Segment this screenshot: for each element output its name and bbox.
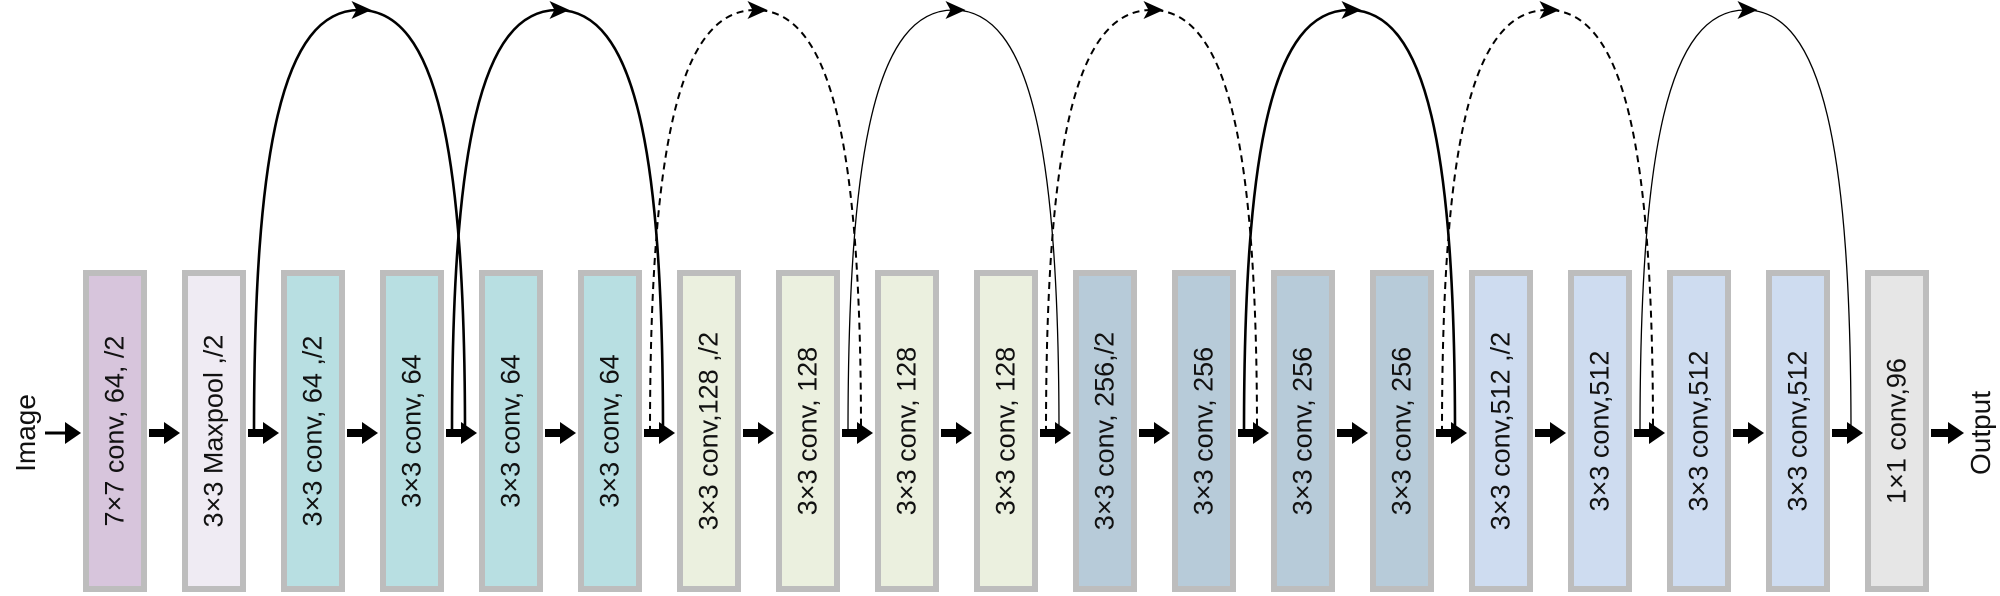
layer-label: 3×3 conv,512 [1683, 350, 1714, 512]
layer-label: 3×3 conv,512 [1782, 350, 1813, 512]
layer-block: 3×3 conv, 256,/2 [1073, 270, 1137, 592]
skip-arrowhead-icon [1143, 1, 1164, 19]
flow-arrow-head [1055, 422, 1071, 444]
layer-block: 3×3 conv, 64 ,/2 [281, 270, 345, 592]
layer-block: 3×3 conv,128 ,/2 [677, 270, 741, 592]
layer-block: 3×3 conv,512 [1667, 270, 1731, 592]
flow-arrow-head [1550, 422, 1566, 444]
flow-arrow-head [956, 422, 972, 444]
layer-label: 3×3 conv,128 ,/2 [693, 331, 724, 531]
skip-arrowhead-icon [1539, 1, 1560, 19]
layer-label: 7×7 conv, 64, /2 [99, 335, 130, 527]
layer-block: 3×3 Maxpool ,/2 [182, 270, 246, 592]
skip-arrowhead-icon [1737, 1, 1758, 19]
flow-arrow-head [1154, 422, 1170, 444]
layer-label: 3×3 conv, 128 [891, 346, 922, 516]
layer-label: 3×3 conv, 256 [1188, 346, 1219, 516]
layer-label: 3×3 conv, 64 [594, 354, 625, 508]
flow-arrow-head [362, 422, 378, 444]
layer-label: 3×3 conv,512 [1584, 350, 1615, 512]
layer-block: 3×3 conv,512 [1766, 270, 1830, 592]
flow-arrow-head [1451, 422, 1467, 444]
skip-arrowhead-icon [747, 1, 768, 19]
skip-arrowhead-icon [1341, 1, 1362, 19]
layer-label: 3×3 Maxpool ,/2 [198, 334, 229, 528]
flow-arrow-head [758, 422, 774, 444]
layer-label: 3×3 conv,512 ,/2 [1485, 331, 1516, 531]
flow-arrow-head [1847, 422, 1863, 444]
skip-connection [1441, 8, 1654, 434]
layer-block: 3×3 conv, 128 [875, 270, 939, 592]
layer-label: 3×3 conv, 64 ,/2 [297, 335, 328, 527]
skip-connection [1045, 8, 1258, 434]
layer-block: 3×3 conv, 64 [479, 270, 543, 592]
layer-block: 3×3 conv, 64 [380, 270, 444, 592]
layer-block: 3×3 conv,512 ,/2 [1469, 270, 1533, 592]
layer-block: 3×3 conv,512 [1568, 270, 1632, 592]
layer-label: 3×3 conv, 128 [990, 346, 1021, 516]
flow-arrow-head [1352, 422, 1368, 444]
layer-label: 3×3 conv, 64 [495, 354, 526, 508]
skip-arrowhead-icon [549, 1, 570, 19]
layer-block: 3×3 conv, 128 [776, 270, 840, 592]
layer-block: 3×3 conv, 256 [1271, 270, 1335, 592]
flow-arrow-head [659, 422, 675, 444]
flow-arrow-head [1253, 422, 1269, 444]
output-arrow-head [1948, 422, 1964, 444]
flow-arrow-head [1649, 422, 1665, 444]
layer-block: 3×3 conv, 128 [974, 270, 1038, 592]
layer-label: 3×3 conv, 256,/2 [1089, 331, 1120, 531]
skip-arrowhead-icon [945, 1, 966, 19]
layer-label: 3×3 conv, 256 [1386, 346, 1417, 516]
input-arrow-head [65, 422, 81, 444]
flow-arrow-head [263, 422, 279, 444]
layer-label: 3×3 conv, 128 [792, 346, 823, 516]
layer-block: 7×7 conv, 64, /2 [83, 270, 147, 592]
input-label: Image [10, 394, 41, 472]
flow-arrow-head [857, 422, 873, 444]
layer-block: 3×3 conv, 256 [1370, 270, 1434, 592]
layer-label: 3×3 conv, 256 [1287, 346, 1318, 516]
flow-arrow-head [461, 422, 477, 444]
skip-arrowhead-icon [351, 1, 372, 19]
skip-connection [649, 8, 862, 434]
flow-arrow-head [164, 422, 180, 444]
flow-arrow-head [1748, 422, 1764, 444]
output-label: Output [1965, 390, 1996, 476]
layer-block: 3×3 conv, 256 [1172, 270, 1236, 592]
layer-label: 3×3 conv, 64 [396, 354, 427, 508]
flow-arrow-head [560, 422, 576, 444]
layer-block: 3×3 conv, 64 [578, 270, 642, 592]
layer-label: 1×1 conv,96 [1881, 358, 1912, 504]
layer-block: 1×1 conv,96 [1865, 270, 1929, 592]
